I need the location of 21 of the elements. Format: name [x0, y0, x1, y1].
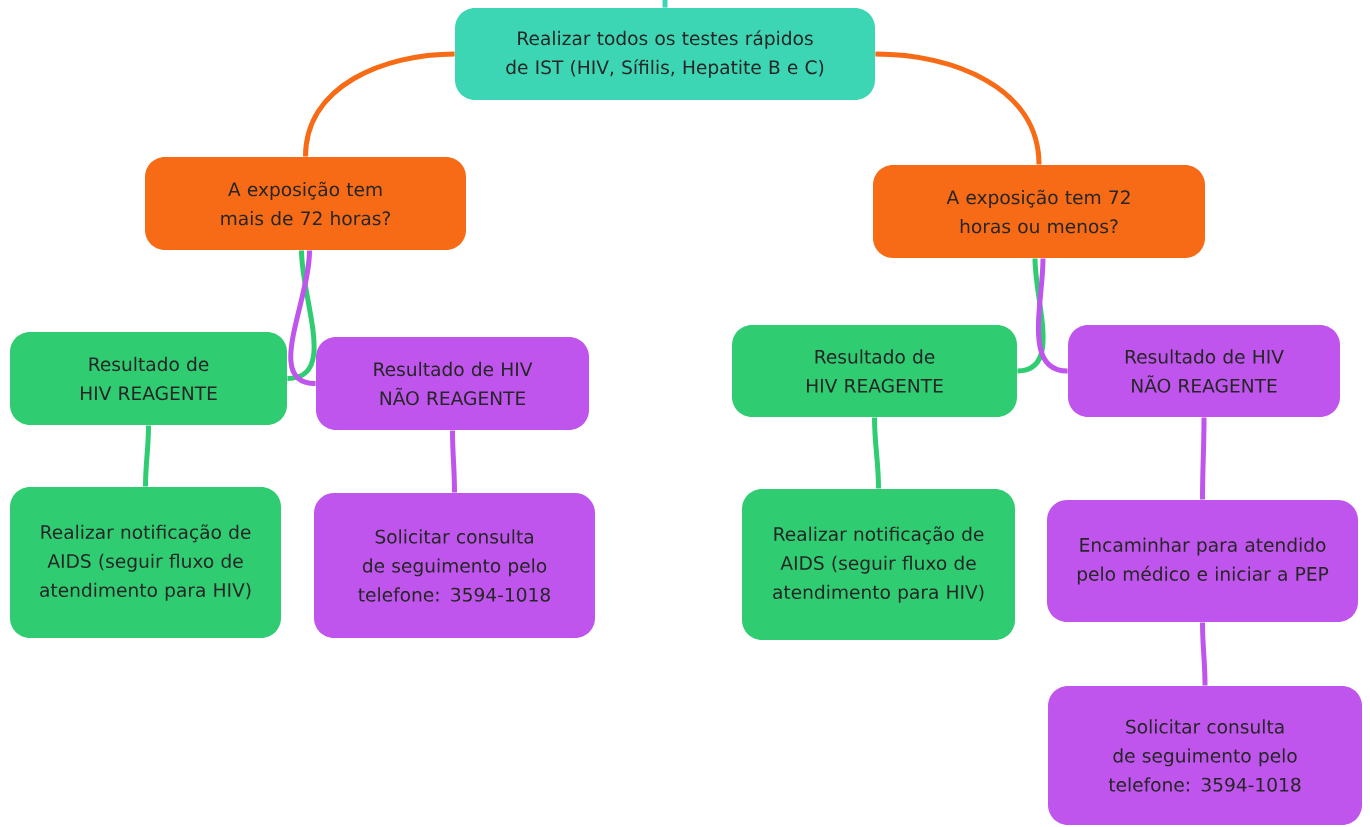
connector-line	[875, 51, 1042, 165]
connector-line	[662, 0, 668, 8]
process-box: A exposição tem 72 horas ou menos?	[873, 165, 1205, 258]
process-box: Encaminhar para atendido pelo médico e iniciar a PEP	[1047, 500, 1358, 622]
process-box: Realizar notificação de AIDS (seguir fluxo de atendimento para HIV)	[742, 489, 1015, 640]
connector-line	[450, 430, 457, 493]
process-box: Solicitar consulta de seguimento pelo telefone: 3594-1018	[314, 493, 595, 638]
process-box: Realizar notificação de AIDS (seguir fluxo de atendimento para HIV)	[10, 487, 281, 638]
connector-line	[1017, 258, 1046, 374]
process-box: Resultado de HIV NÃO REAGENTE	[316, 337, 589, 430]
process-box: Resultado de HIV NÃO REAGENTE	[1068, 325, 1340, 417]
connector-line	[143, 425, 151, 487]
connector-line	[872, 417, 881, 489]
process-box: Resultado de HIV REAGENTE	[732, 325, 1017, 417]
process-box: Solicitar consulta de seguimento pelo telefone: 3594-1018	[1048, 686, 1362, 825]
connector-line	[1200, 417, 1207, 500]
process-box: Realizar todos os testes rápidos de IST (HIV, Sífilis, Hepatite B e C)	[455, 8, 875, 100]
process-box: A exposição tem mais de 72 horas?	[145, 157, 466, 250]
process-box: Resultado de HIV REAGENTE	[10, 332, 287, 425]
connector-line	[1200, 622, 1208, 686]
connector-line	[303, 51, 455, 157]
